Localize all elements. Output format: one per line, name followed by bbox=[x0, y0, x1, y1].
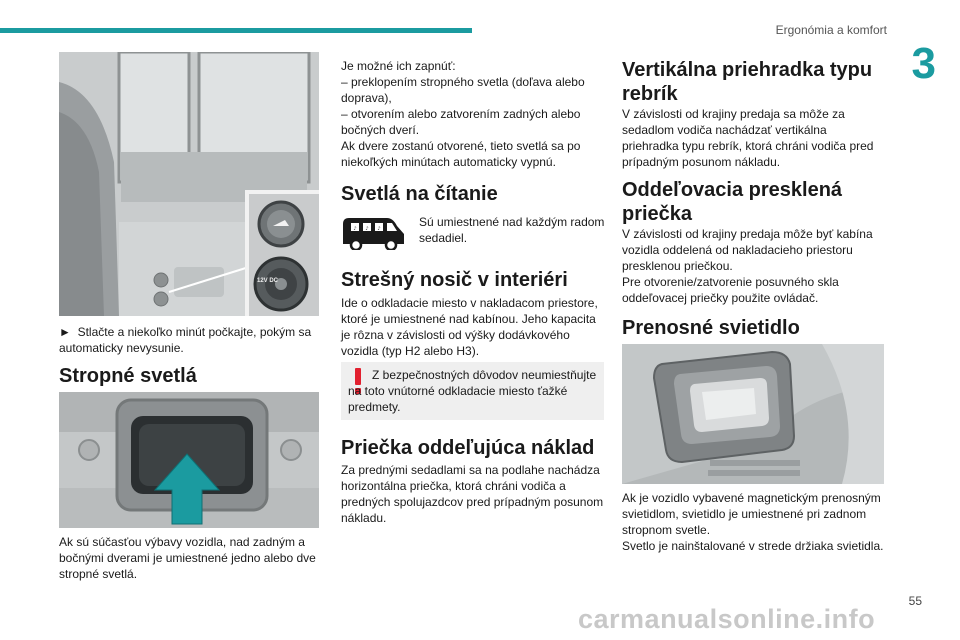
heading-glass-partition: Oddeľovacia presklená priečka bbox=[622, 179, 843, 225]
ceiling-lights-text: Ak sú súčasťou výbavy vozidla, nad zadný… bbox=[59, 535, 316, 581]
heading-ceiling-lights: Stropné svetlá bbox=[59, 365, 197, 387]
ceiling-switch-list: Je možné ich zapnúť: – preklopením strop… bbox=[341, 58, 603, 170]
warning-icon bbox=[352, 368, 364, 399]
van-icon: ♪ ♪ ♪ bbox=[341, 214, 407, 255]
intro-line-4: Ak dvere zostanú otvorené, tieto svetlá … bbox=[341, 139, 581, 169]
figure-12v-socket: 12V DC bbox=[59, 52, 319, 316]
figure-ceiling-light bbox=[59, 392, 319, 528]
heading-reading-lights: Svetlá na čítanie bbox=[341, 183, 498, 205]
svg-text:♪: ♪ bbox=[377, 226, 380, 232]
heading-roof-storage: Strešný nosič v interiéri bbox=[341, 269, 568, 291]
section-title: Ergonómia a komfort bbox=[775, 23, 887, 37]
chapter-number: 3 bbox=[911, 39, 936, 88]
ceiling-light-illustration bbox=[59, 392, 319, 528]
page-number: 55 bbox=[908, 594, 922, 608]
glass-partition-text-2: Pre otvorenie/zatvorenie posuvného skla … bbox=[622, 275, 839, 305]
heading-ladder-partition: Vertikálna priehradka typu rebrík bbox=[622, 59, 873, 105]
glass-partition-text-1: V závislosti od krajiny predaja môže byť… bbox=[622, 227, 873, 273]
roof-storage-text: Ide o odkladacie miesto v nakladacom pri… bbox=[341, 296, 598, 358]
heading-portable-lamp: Prenosné svietidlo bbox=[622, 317, 800, 339]
portable-lamp-illustration bbox=[622, 344, 884, 484]
heading-cargo-partition: Priečka oddeľujúca náklad bbox=[341, 437, 595, 459]
reading-lights-text: Sú umiestnené nad každým radom sedadiel. bbox=[419, 215, 605, 245]
step-instruction: ► Stlačte a niekoľko minút počkajte, pok… bbox=[59, 324, 321, 356]
socket-illustration bbox=[59, 52, 319, 316]
watermark: carmanualsonline.info bbox=[578, 604, 876, 634]
intro-line-3: – otvorením alebo zatvorením zadných ale… bbox=[341, 107, 581, 137]
portable-lamp-text-1: Ak je vozidlo vybavené magnetickým preno… bbox=[622, 491, 881, 537]
figure-portable-lamp bbox=[622, 344, 884, 484]
warning-text: Z bezpečnostných dôvodov neumiestňujte n… bbox=[348, 368, 597, 414]
step-text: Stlačte a niekoľko minút počkajte, pokým… bbox=[59, 325, 312, 355]
svg-text:♪: ♪ bbox=[353, 226, 356, 232]
intro-line-2: – preklopením stropného svetla (doľava a… bbox=[341, 75, 585, 105]
socket-label: 12V DC bbox=[257, 278, 279, 284]
cargo-partition-text: Za prednými sedadlami sa na podlahe nach… bbox=[341, 463, 604, 525]
ladder-partition-text: V závislosti od krajiny predaja sa môže … bbox=[622, 107, 874, 169]
portable-lamp-text-2: Svetlo je nainštalované v strede držiaka… bbox=[622, 539, 884, 553]
header-accent-bar bbox=[0, 28, 472, 33]
warning-box bbox=[341, 362, 604, 420]
intro-line-1: Je možné ich zapnúť: bbox=[341, 59, 456, 73]
step-marker: ► bbox=[59, 325, 71, 339]
svg-text:♪: ♪ bbox=[365, 226, 368, 232]
